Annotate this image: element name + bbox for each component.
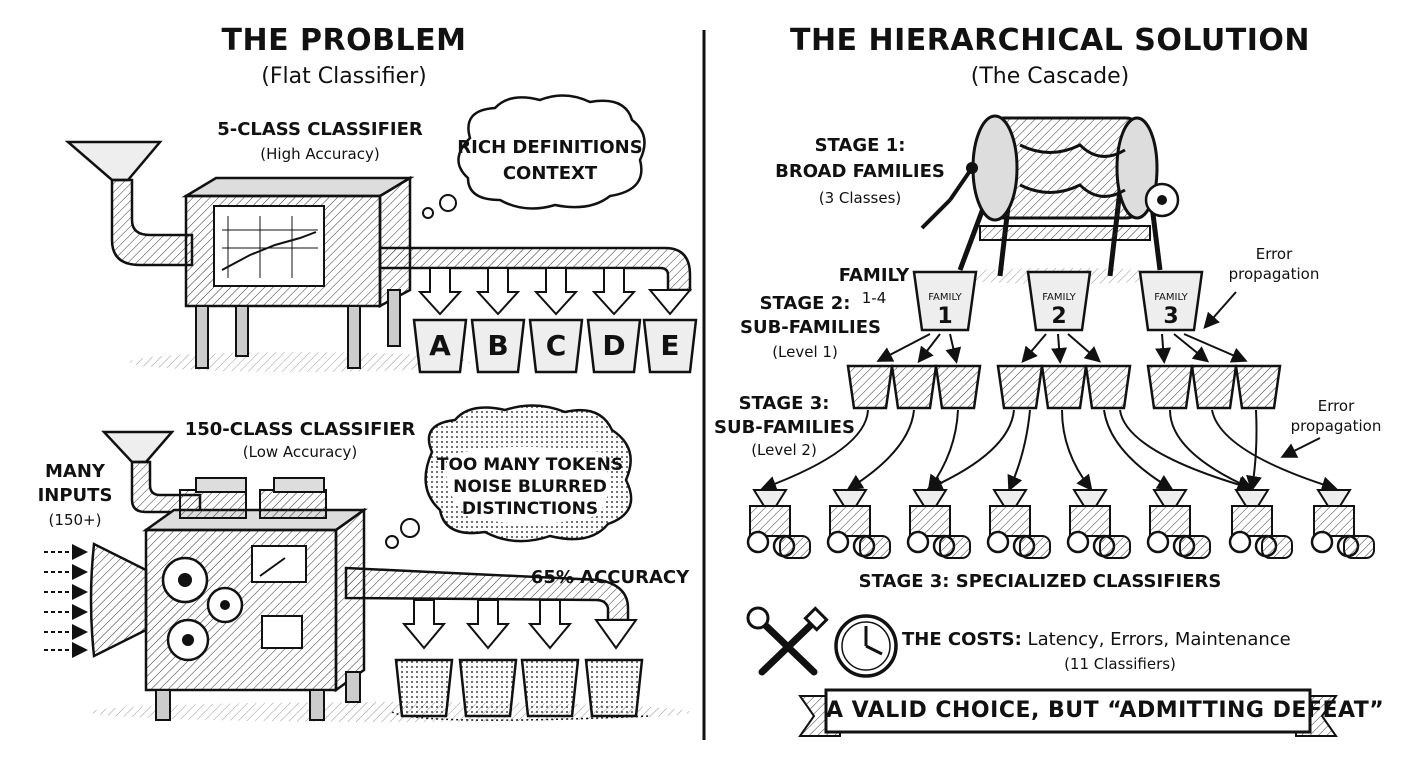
stage1-drum-machine (920, 114, 1180, 284)
bucket-label-c: C (545, 329, 567, 362)
family-2-num: 2 (1051, 304, 1067, 329)
five-class-sub: (High Accuracy) (260, 145, 380, 163)
stage1-line2: BROAD FAMILIES (775, 161, 945, 182)
bucket-label-a: A (429, 329, 451, 362)
right-title: THE HIERARCHICAL SOLUTION (789, 23, 1311, 58)
costs-bold: THE COSTS: (902, 629, 1022, 650)
family-3-word: FAMILY (1154, 292, 1188, 303)
family-buckets (912, 270, 1204, 332)
banner-text: A VALID CHOICE, BUT “ADMITTING DEFEAT” (826, 698, 1385, 723)
input-arrows (44, 544, 88, 658)
thought2-line1: TOO MANY TOKENS (436, 455, 624, 475)
family-1-num: 1 (937, 304, 953, 329)
wrench-screwdriver-icon (746, 606, 829, 676)
thought-bubble-rich-definitions (422, 94, 646, 219)
bucket-label-d: D (602, 329, 626, 362)
stage3-arrows (760, 409, 1338, 493)
stage1-line1: STAGE 1: (814, 135, 906, 156)
five-class-label: 5-CLASS CLASSIFIER (217, 119, 423, 140)
five-class-arrows (417, 267, 693, 316)
hundred-fifty-class-arrows (401, 599, 638, 650)
bucket-label-e: E (660, 329, 680, 362)
error-propagation-2-line2: propagation (1290, 417, 1382, 435)
costs-line: THE COSTS: Latency, Errors, Maintenance (902, 629, 1342, 651)
thought2-line3: DISTINCTIONS (461, 499, 599, 519)
ribbon-banner (798, 688, 1338, 737)
five-class-machine (64, 140, 692, 372)
family-2-word: FAMILY (1042, 292, 1076, 303)
stage2-buckets (846, 364, 1282, 410)
thought-bubble-too-many-tokens (385, 404, 633, 549)
costs-rest: Latency, Errors, Maintenance (1021, 629, 1291, 650)
family-range-line2: 1-4 (861, 289, 887, 307)
stage3a-line3: (Level 2) (751, 441, 817, 459)
inputs-line3: (150+) (48, 511, 102, 529)
big-class-sub: (Low Accuracy) (242, 443, 358, 461)
thought1-line2: CONTEXT (502, 163, 598, 184)
error-propagation-1-line1: Error (1255, 245, 1293, 263)
big-class-label: 150-CLASS CLASSIFIER (184, 419, 416, 440)
stage2-line3: (Level 1) (772, 343, 838, 361)
accuracy-label: 65% ACCURACY (530, 567, 690, 588)
costs-sub: (11 Classifiers) (1064, 655, 1176, 673)
family-3-num: 3 (1163, 304, 1179, 329)
inputs-line2: INPUTS (37, 485, 113, 506)
thought1-line1: RICH DEFINITIONS (457, 137, 643, 158)
stage1-line3: (3 Classes) (818, 189, 902, 207)
stage3a-line1: STAGE 3: (738, 393, 830, 414)
right-subtitle: (The Cascade) (970, 64, 1130, 89)
five-class-buckets (412, 318, 698, 374)
thought2-line2: NOISE BLURRED (453, 477, 607, 497)
stage2-line2: SUB-FAMILIES (740, 317, 881, 338)
error-propagation-2-line1: Error (1317, 397, 1355, 415)
inputs-line1: MANY (45, 461, 105, 482)
stage3-caption: STAGE 3: SPECIALIZED CLASSIFIERS (858, 571, 1222, 592)
messy-buckets (391, 658, 651, 721)
stage2-line1: STAGE 2: (759, 293, 851, 314)
hundred-fifty-class-machine (89, 430, 690, 722)
error-propagation-1-line2: propagation (1228, 265, 1320, 283)
family-1-word: FAMILY (928, 292, 962, 303)
bucket-label-b: B (487, 329, 509, 362)
stage3a-line2: SUB-FAMILIES (714, 417, 855, 438)
specialized-classifier-machines (746, 489, 1375, 559)
left-subtitle: (Flat Classifier) (261, 64, 427, 89)
family-range-line1: FAMILY (838, 265, 910, 286)
clock-icon (834, 614, 898, 678)
stage2-arrows (876, 291, 1248, 364)
left-title: THE PROBLEM (221, 23, 467, 58)
